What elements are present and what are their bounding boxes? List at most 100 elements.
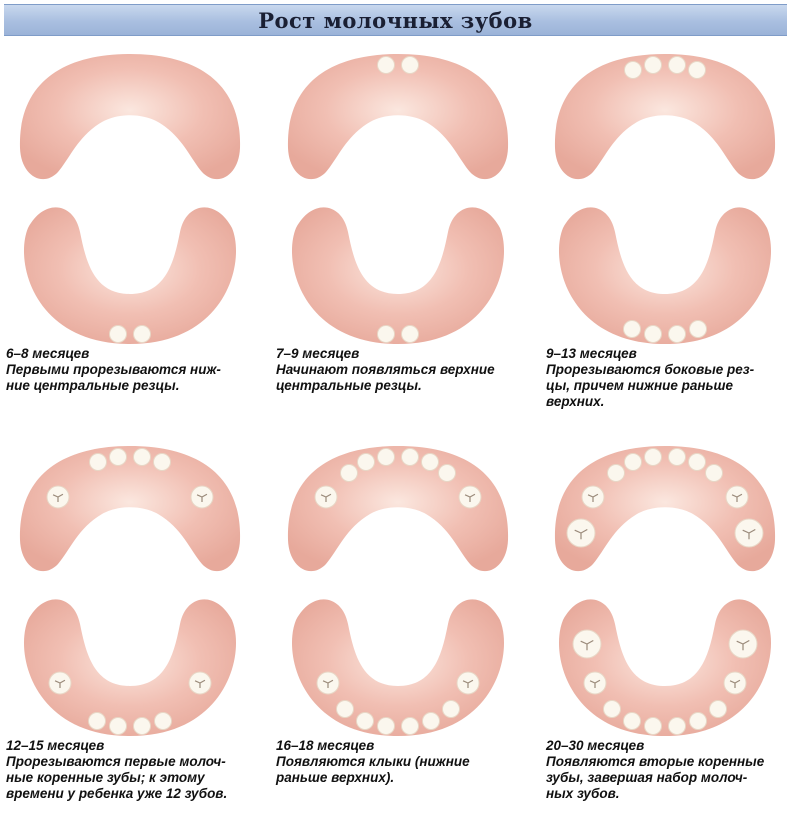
molar-fissure xyxy=(736,639,750,651)
caption-4: 12–15 месяцев Прорезываются первые молоч… xyxy=(6,738,227,802)
lower-tooth xyxy=(603,700,621,718)
upper-tooth xyxy=(153,453,171,471)
molar-fissure xyxy=(464,493,476,502)
lower-gum-arch xyxy=(291,207,505,344)
upper-gum-arch xyxy=(19,54,241,180)
molar-fissure xyxy=(574,528,588,540)
lower-tooth xyxy=(422,712,440,730)
upper-tooth xyxy=(377,56,395,74)
lower-gum-arch xyxy=(558,207,772,344)
stage-4 xyxy=(10,440,272,840)
caption-2: 7–9 месяцев Начинают появляться верхние … xyxy=(276,346,495,394)
molar-fissure xyxy=(54,679,66,688)
molar-fissure xyxy=(322,679,334,688)
upper-tooth xyxy=(668,56,686,74)
age-label: 16–18 месяцев xyxy=(276,738,375,753)
caption-1: 6–8 месяцев Первыми прорезываются ниж- н… xyxy=(6,346,221,394)
upper-tooth xyxy=(133,448,151,466)
lower-gum-arch xyxy=(291,599,505,736)
lower-tooth xyxy=(88,712,106,730)
molar-fissure xyxy=(587,493,599,502)
upper-tooth xyxy=(89,453,107,471)
upper-tooth xyxy=(607,464,625,482)
title-bar: Рост молочных зубов xyxy=(4,4,787,36)
age-label: 20–30 месяцев xyxy=(546,738,645,753)
description-text: Первыми прорезываются ниж- ние центральн… xyxy=(6,362,221,393)
lower-tooth xyxy=(668,717,686,735)
description-text: Начинают появляться верхние центральные … xyxy=(276,362,495,393)
lower-gum-arch xyxy=(23,207,237,344)
lower-tooth xyxy=(377,717,395,735)
age-label: 12–15 месяцев xyxy=(6,738,105,753)
molar-fissure xyxy=(194,679,206,688)
stage-6 xyxy=(545,440,791,840)
upper-gum-arch xyxy=(287,446,509,572)
lower-tooth xyxy=(689,712,707,730)
upper-tooth xyxy=(668,448,686,466)
upper-tooth xyxy=(401,448,419,466)
upper-gum-arch xyxy=(287,54,509,180)
molar-fissure xyxy=(731,493,743,502)
lower-tooth xyxy=(623,712,641,730)
diagram-title: Рост молочных зубов xyxy=(258,7,533,33)
lower-tooth xyxy=(356,712,374,730)
lower-tooth xyxy=(133,325,151,343)
upper-gum-arch xyxy=(19,446,241,572)
lower-tooth xyxy=(623,320,641,338)
upper-tooth xyxy=(688,61,706,79)
molar-fissure xyxy=(52,493,64,502)
lower-tooth xyxy=(401,717,419,735)
upper-tooth xyxy=(644,56,662,74)
upper-gum-arch xyxy=(554,446,776,572)
upper-tooth xyxy=(705,464,723,482)
upper-tooth xyxy=(109,448,127,466)
upper-tooth xyxy=(401,56,419,74)
age-label: 6–8 месяцев xyxy=(6,346,90,361)
upper-tooth xyxy=(624,61,642,79)
upper-tooth xyxy=(644,448,662,466)
lower-tooth xyxy=(154,712,172,730)
molar-fissure xyxy=(320,493,332,502)
caption-6: 20–30 месяцев Появляются вторые коренные… xyxy=(546,738,764,802)
lower-tooth xyxy=(133,717,151,735)
lower-tooth xyxy=(689,320,707,338)
description-text: Прорезываются боковые рез- цы, причем ни… xyxy=(546,362,755,409)
molar-fissure xyxy=(580,639,594,651)
upper-tooth xyxy=(421,453,439,471)
stage-1 xyxy=(10,48,272,448)
upper-tooth xyxy=(688,453,706,471)
description-text: Появляются вторые коренные зубы, заверша… xyxy=(546,754,765,801)
lower-tooth xyxy=(109,325,127,343)
upper-tooth xyxy=(377,448,395,466)
caption-3: 9–13 месяцев Прорезываются боковые рез- … xyxy=(546,346,754,410)
molar-fissure xyxy=(196,493,208,502)
upper-tooth xyxy=(340,464,358,482)
upper-tooth xyxy=(624,453,642,471)
molar-fissure xyxy=(462,679,474,688)
description-text: Появляются клыки (нижние раньше верхних)… xyxy=(276,754,470,785)
stage-5 xyxy=(278,440,540,840)
lower-tooth xyxy=(668,325,686,343)
lower-tooth xyxy=(709,700,727,718)
age-label: 7–9 месяцев xyxy=(276,346,360,361)
upper-tooth xyxy=(357,453,375,471)
lower-tooth xyxy=(377,325,395,343)
lower-tooth xyxy=(336,700,354,718)
lower-gum-arch xyxy=(558,599,772,736)
description-text: Прорезываются первые молоч- ные коренные… xyxy=(6,754,228,801)
caption-5: 16–18 месяцев Появляются клыки (нижние р… xyxy=(276,738,470,786)
molar-fissure xyxy=(589,679,601,688)
molar-fissure xyxy=(729,679,741,688)
upper-gum-arch xyxy=(554,54,776,180)
stage-2 xyxy=(278,48,540,448)
upper-tooth xyxy=(438,464,456,482)
lower-tooth xyxy=(644,717,662,735)
lower-gum-arch xyxy=(23,599,237,736)
stage-3 xyxy=(545,48,791,448)
lower-tooth xyxy=(442,700,460,718)
molar-fissure xyxy=(742,528,756,540)
lower-tooth xyxy=(401,325,419,343)
lower-tooth xyxy=(644,325,662,343)
lower-tooth xyxy=(109,717,127,735)
age-label: 9–13 месяцев xyxy=(546,346,637,361)
